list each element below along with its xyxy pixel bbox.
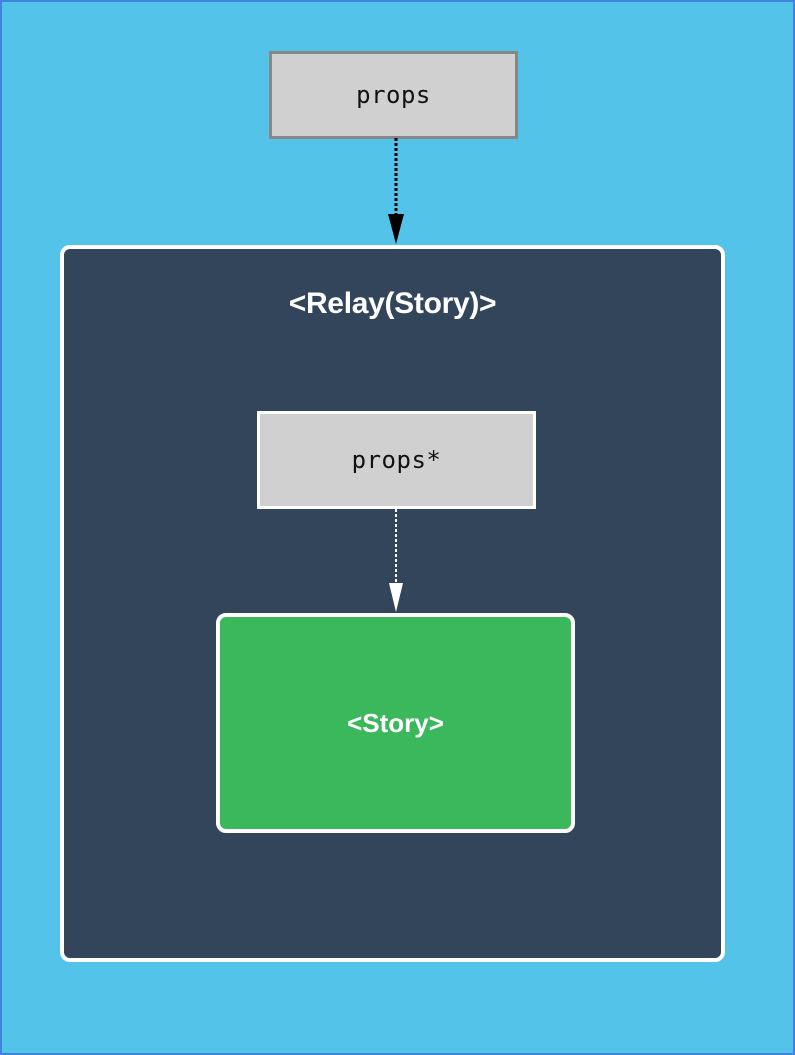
node-story-label: <Story> — [347, 707, 444, 738]
node-relay-container[interactable]: <Relay(Story)> props* <Story> — [60, 245, 725, 962]
node-outer-props-label: props — [356, 81, 431, 109]
edge-props-to-relay-arrow — [388, 138, 404, 244]
edge-innerprops-to-story-arrowhead — [389, 583, 403, 612]
node-outer-props[interactable]: props — [269, 51, 518, 139]
node-inner-props[interactable]: props* — [257, 411, 536, 509]
edge-props-to-relay-arrowhead — [388, 214, 404, 244]
node-relay-container-title: <Relay(Story)> — [288, 287, 497, 320]
node-inner-props-label: props* — [351, 446, 442, 474]
node-story[interactable]: <Story> — [216, 613, 575, 833]
edge-innerprops-to-story-arrow — [389, 509, 403, 612]
